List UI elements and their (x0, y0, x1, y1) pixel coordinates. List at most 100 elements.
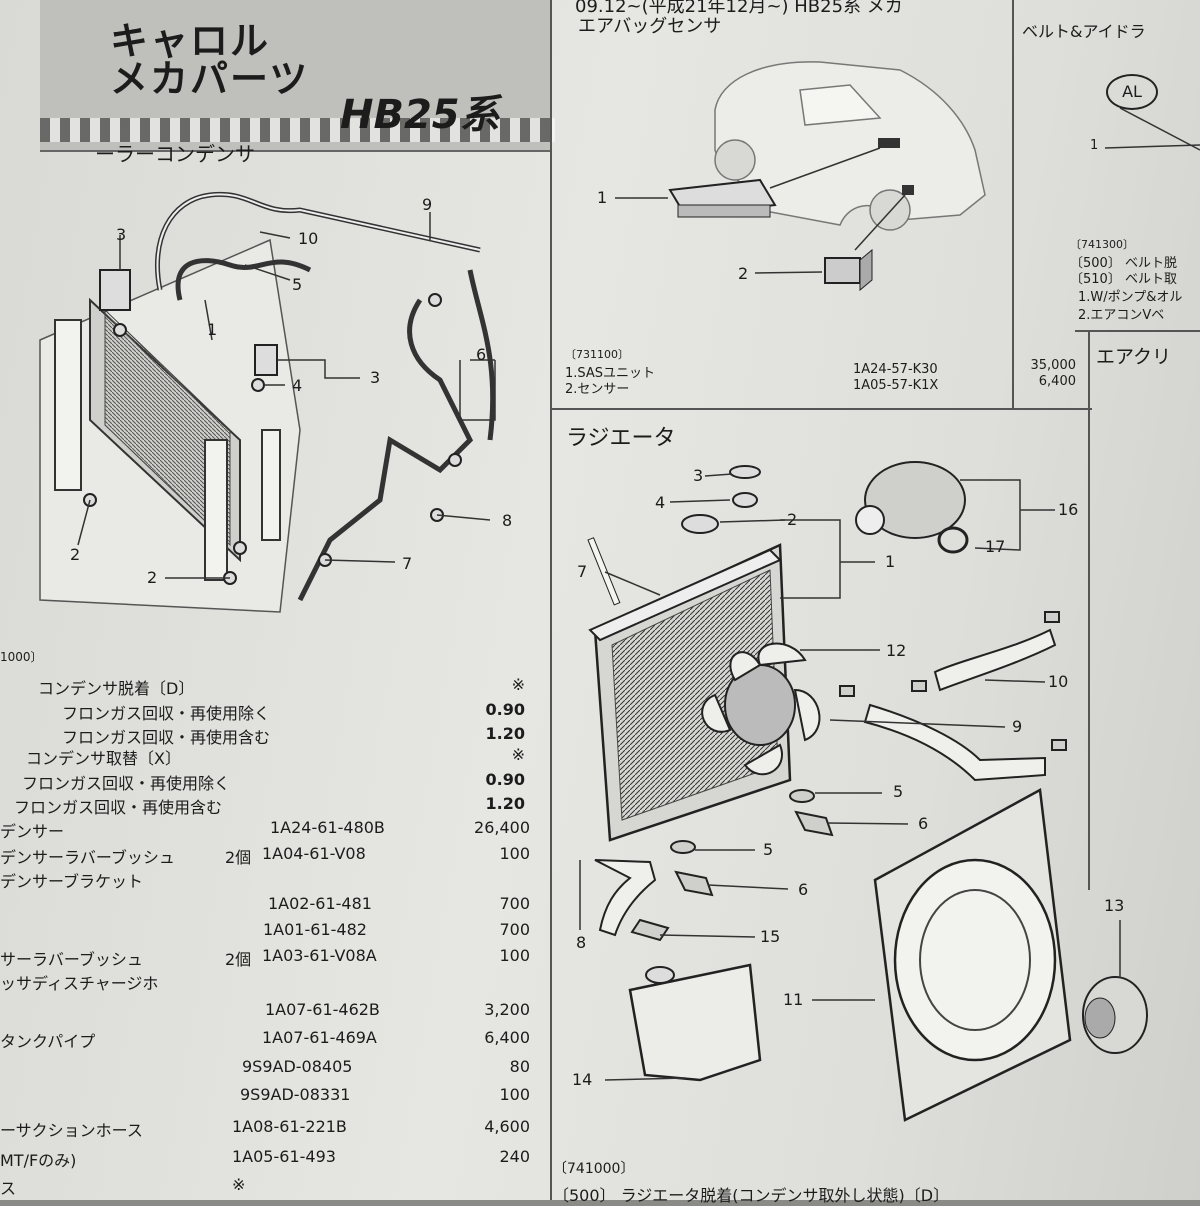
belt-line: 2.エアコンVベ (1078, 308, 1165, 323)
callout: 1 (885, 552, 896, 571)
checker-stripe (40, 118, 555, 142)
callout: 1 (207, 320, 218, 339)
condenser-leaders (77, 212, 496, 579)
callout: 3 (370, 368, 381, 387)
top-center-fragment: 09.12~(平成21年12月~) HB25系 メカ (575, 0, 903, 17)
op-label: フロンガス回収・再使用除く (22, 774, 231, 793)
part-price: 100 (499, 946, 530, 965)
marker-seat (902, 185, 914, 195)
callout: 5 (893, 782, 904, 801)
op-value: 1.20 (485, 724, 525, 743)
callout: 7 (402, 554, 413, 573)
belt-line: 1.W/ポンプ&オル (1078, 290, 1183, 305)
part-price: 6,400 (484, 1028, 530, 1047)
part-number: 1A07-61-462B (265, 1000, 380, 1019)
part-number: 9S9AD-08331 (240, 1085, 351, 1104)
column-divider-right (1012, 0, 1014, 410)
callout: 8 (576, 933, 587, 952)
part-number: 1A01-61-482 (263, 920, 367, 939)
part-number: 1A05-61-493 (232, 1147, 336, 1166)
radiator-caps (681, 465, 761, 534)
belt-line: 〔500〕 ベルト脱 (1070, 256, 1177, 271)
part-price: 240 (499, 1147, 530, 1166)
part-name: デンサーラバーブッシュ (0, 848, 175, 867)
part-number: 1A08-61-221B (232, 1117, 347, 1136)
reserve-tank (628, 963, 762, 1082)
callout: 5 (292, 275, 303, 294)
radiator-body (587, 537, 792, 842)
callout: 3 (693, 466, 704, 485)
section-divider-right (1075, 330, 1200, 332)
part-name: ッサディスチャージホ (0, 974, 159, 993)
callout: 2 (738, 264, 749, 283)
op-value: ※ (511, 745, 525, 764)
callout: 9 (422, 195, 433, 214)
callout: 3 (116, 225, 127, 244)
part-name: サーラバーブッシュ (0, 950, 143, 969)
belt-badge: AL (1106, 74, 1158, 110)
fan-motor (1082, 976, 1148, 1054)
condenser-fittings (83, 269, 462, 585)
belt-leaders (1104, 107, 1200, 151)
airbag-part-price: 6,400 (1038, 374, 1076, 389)
condenser-core (54, 297, 281, 581)
callout: 6 (798, 880, 809, 899)
op-value: 1.20 (485, 794, 525, 813)
title-line1: キャロル (110, 19, 271, 63)
model-code: HB25系 (340, 92, 500, 138)
belt-code: 〔741300〕 (1070, 238, 1134, 251)
part-name: デンサーブラケット (0, 872, 144, 891)
condenser-hoses-inner (156, 193, 481, 291)
callout: 9 (1012, 717, 1023, 736)
radiator-fan (701, 642, 821, 776)
part-price: 26,400 (474, 818, 530, 837)
callout: 1 (1090, 138, 1099, 153)
callout: 11 (783, 990, 804, 1009)
callout: 2 (787, 510, 798, 529)
callout: 15 (760, 927, 781, 946)
part-number: 1A04-61-V08 (262, 844, 366, 863)
airbag-section-title: エアバッグセンサ (578, 16, 722, 37)
part-name: デンサー (0, 822, 65, 841)
callout: 4 (292, 376, 303, 395)
part-number: 1A02-61-481 (268, 894, 372, 913)
airbag-part-number: 1A05-57-K1X (853, 378, 939, 393)
op-label: フロンガス回収・再使用除く (62, 704, 271, 723)
callout: 14 (572, 1070, 593, 1089)
radiator-section-title: ラジエータ (566, 426, 676, 451)
callout: 12 (886, 641, 907, 660)
fan-shroud (873, 788, 1072, 1122)
part-price: ※ (232, 1175, 246, 1194)
part-number: 1A07-61-469A (262, 1028, 377, 1047)
water-outlet (855, 461, 969, 554)
part-name: ーサクションホース (0, 1121, 143, 1140)
belt-line: 〔510〕 ベルト取 (1070, 272, 1177, 287)
part-price: 3,200 (484, 1000, 530, 1019)
part-name: タンクパイプ (0, 1032, 96, 1051)
callout: 10 (1048, 672, 1069, 691)
condenser-section-title: ーラーコンデンサ (95, 142, 255, 166)
top-right-fragment: ベルト&アイドラ (1022, 22, 1146, 41)
part-qty: 2個 (225, 848, 252, 867)
radiator-leaders (579, 473, 1121, 1081)
part-price: 100 (499, 1085, 530, 1104)
callout: 16 (1058, 500, 1079, 519)
part-price: 700 (499, 894, 530, 913)
condenser-code: 1000〕 (0, 650, 43, 664)
part-qty: 2個 (225, 950, 252, 969)
sas-unit (668, 178, 777, 218)
callout: 2 (70, 545, 81, 564)
sensor (824, 248, 873, 292)
column-divider-lower (1088, 330, 1090, 890)
op-label: フロンガス回収・再使用含む (14, 798, 223, 817)
section-divider (552, 408, 1092, 410)
airbag-part-number: 1A24-57-K30 (853, 362, 938, 377)
op-value: 0.90 (485, 700, 525, 719)
callout: 6 (918, 814, 929, 833)
part-number: 1A03-61-V08A (262, 946, 377, 965)
radiator-clips (630, 611, 1067, 942)
callout: 8 (502, 511, 513, 530)
